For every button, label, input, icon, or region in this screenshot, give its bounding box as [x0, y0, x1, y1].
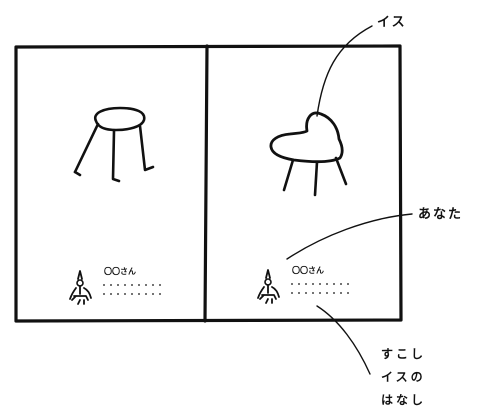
person-icon [258, 270, 279, 303]
right-panel: 〇〇さん [258, 113, 349, 303]
caption-dots [291, 283, 349, 294]
panel-divider [205, 46, 207, 321]
leader-line-you [287, 214, 412, 259]
caption-title: 〇〇さん [104, 266, 136, 276]
leader-line-note [317, 306, 370, 374]
left-panel: 〇〇さん [70, 108, 161, 304]
label-you: あなた [418, 207, 463, 222]
person-icon [70, 271, 91, 304]
note-line-3: はなし [381, 393, 426, 407]
label-chair: イス [377, 15, 407, 30]
leader-line-chair [317, 26, 372, 116]
note-line-2: イスの [381, 370, 426, 384]
note-text: すこし イスの はなし [381, 347, 426, 407]
chair-drawing [271, 113, 346, 195]
note-line-1: すこし [381, 347, 426, 361]
caption-title: 〇〇さん [292, 265, 324, 275]
outer-frame [16, 46, 401, 321]
table-drawing [75, 108, 153, 181]
caption-dots [103, 284, 161, 295]
